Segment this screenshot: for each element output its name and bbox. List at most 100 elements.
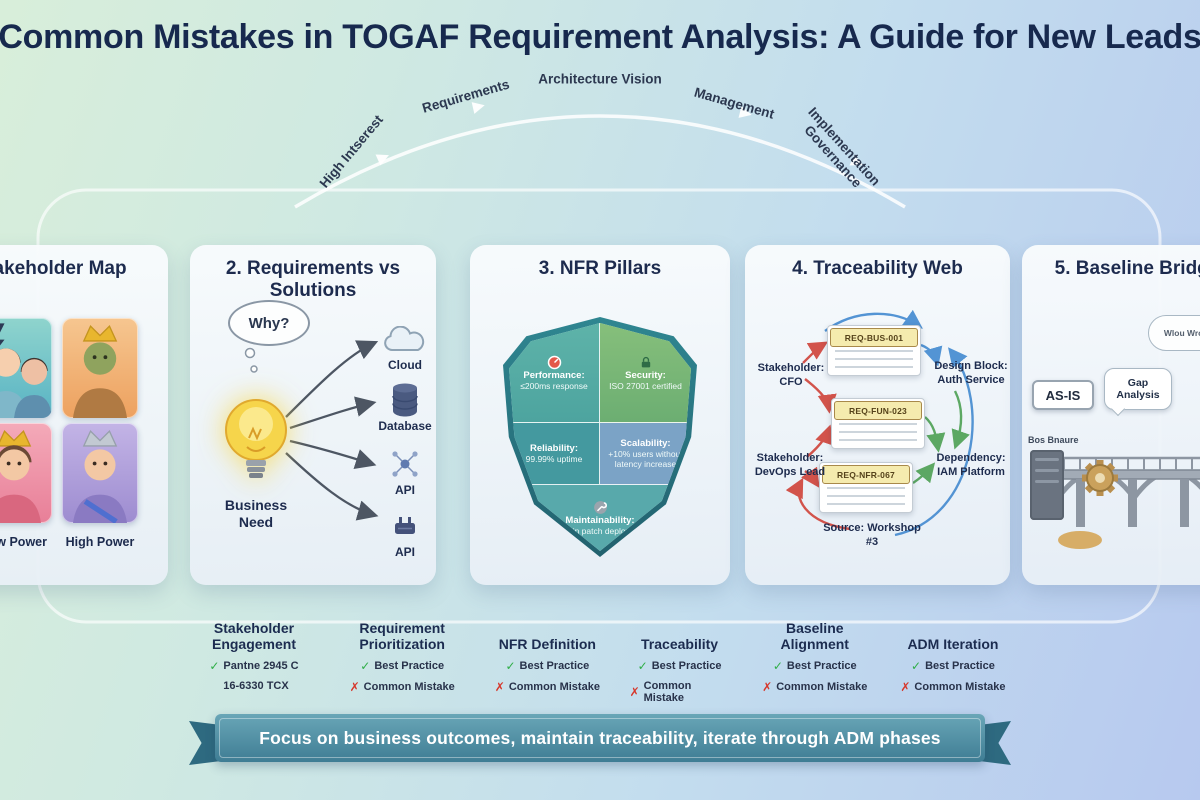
legend-item: ✗ Common Mistake <box>495 680 600 694</box>
check-icon: ✓ <box>637 659 648 673</box>
req-box-bus: REQ-BUS-001 <box>827 325 921 376</box>
ribbon-text: Focus on business outcomes, maintain tra… <box>215 714 985 762</box>
card-title: 1. Stakeholder Map <box>0 258 127 279</box>
legend-baseline-alignment: Baseline Alignment ✓ Best Practice ✗ Com… <box>759 606 871 704</box>
wrench-icon <box>593 500 607 514</box>
nfr-name: Maintainability: <box>565 514 635 526</box>
cross-icon: ✗ <box>900 680 911 694</box>
nfr-name: Performance: <box>523 369 585 381</box>
card-requirements-vs-solutions: 2. Requirements vs Solutions Why? <box>190 245 436 585</box>
nfr-shield: Performance: ≤200ms response Security: I… <box>503 317 697 557</box>
legend-item: ✓ Pantne 2945 C <box>209 659 298 673</box>
persona-icon <box>72 324 128 418</box>
legend-item-text: Best Practice <box>374 660 445 672</box>
nfr-name: Security: <box>625 369 666 381</box>
nfr-security: Security: ISO 27001 certified <box>600 323 691 424</box>
nfr-name: Reliability: <box>529 442 579 454</box>
lock-icon <box>641 356 650 367</box>
check-icon: ✓ <box>911 659 922 673</box>
persona-tile-influencers <box>0 318 52 418</box>
legend-item: ✗ Common Mistake <box>762 680 867 694</box>
high-power-label: High Power <box>65 535 135 549</box>
page-title: Common Mistakes in TOGAF Requirement Ana… <box>0 18 1200 56</box>
legend-title: Stakeholder Engagement <box>211 619 296 652</box>
nfr-value: 99.99% uptime <box>525 453 583 464</box>
req-box-nfr: REQ-NFR-067 <box>819 462 913 513</box>
plug-icon <box>370 508 440 544</box>
solution-database: Database <box>370 382 440 433</box>
design-block-label: Design Block: Auth Service <box>934 360 1008 386</box>
req-text-lines <box>835 350 913 370</box>
database-icon <box>370 382 440 418</box>
legend-item: ✓ Best Practice <box>505 659 589 673</box>
nfr-value: ≤200ms response <box>520 380 588 391</box>
legend-nfr-definition: NFR Definition ✓ Best Practice ✗ Common … <box>494 606 600 704</box>
legend-item-text: Common Mistake <box>776 681 868 693</box>
legend-item-text: Common Mistake <box>363 681 455 693</box>
legend-stakeholder-engagement: Stakeholder Engagement ✓ Pantne 2945 C 1… <box>198 606 310 704</box>
legend-item-text: 16-6330 TCX <box>223 680 289 692</box>
card-title: 5. Baseline Bridge <box>1054 258 1200 279</box>
legend-item-text: Best Practice <box>651 660 722 672</box>
card-traceability-web: 4. Traceability Web <box>745 245 1010 585</box>
card-stakeholder-map: 1. Stakeholder Map <box>0 245 168 585</box>
req-id: REQ-FUN-023 <box>834 401 922 420</box>
legend-title: Traceability <box>641 635 719 652</box>
legend-title: NFR Definition <box>498 635 596 652</box>
req-text-lines <box>839 423 917 443</box>
nfr-reliability: Reliability: 99.99% uptime <box>509 423 600 485</box>
req-id: REQ-BUS-001 <box>830 328 918 347</box>
lightbulb-icon <box>218 394 294 495</box>
stakeholder-devops-label: Stakeholder: DevOps Lead <box>754 452 826 478</box>
legend-item: ✓ Best Practice <box>911 659 995 673</box>
cross-icon: ✗ <box>629 685 640 699</box>
solution-label: Database <box>378 419 432 433</box>
arc-label-architecture-vision: Architecture Vision <box>538 71 662 87</box>
dependency-label: Dependency: IAM Platform <box>936 452 1006 478</box>
legend-item-text: Common Mistake <box>914 681 1006 693</box>
business-need-label: Business Need <box>224 497 288 530</box>
nfr-performance: Performance: ≤200ms response <box>509 323 600 424</box>
card-baseline-bridge: 5. Baseline Bridge Wlou Wroa AS-IS Gap A… <box>1022 245 1200 585</box>
solution-label: Cloud <box>388 358 422 372</box>
check-icon: ✓ <box>360 659 371 673</box>
legend-item: ✓ Best Practice <box>638 659 722 673</box>
cloud-icon <box>370 321 440 357</box>
card-title: 3. NFR Pillars <box>538 258 662 279</box>
solution-label: API <box>394 483 415 497</box>
card-nfr-pillars: 3. NFR Pillars Performance: ≤200ms respo… <box>470 245 730 585</box>
card-title: 4. Traceability Web <box>792 258 963 279</box>
cross-icon: ✗ <box>494 680 505 694</box>
legend-row: Stakeholder Engagement ✓ Pantne 2945 C 1… <box>198 606 1006 704</box>
legend-item: 16-6330 TCX <box>219 680 288 692</box>
check-icon: ✓ <box>505 659 516 673</box>
legend-title: ADM Iteration <box>907 635 999 652</box>
low-power-label: Low Power <box>0 535 47 549</box>
cloud-bubble-text: Wlou Wroa <box>1163 328 1200 338</box>
req-id: REQ-NFR-067 <box>822 465 910 484</box>
legend-item-text: Common Mistake <box>508 681 600 693</box>
nfr-maintainability: Maintainability: <15min patch deployment <box>509 484 691 551</box>
legend-item: ✓ Best Practice <box>773 659 857 673</box>
stakeholder-cfo-label: Stakeholder: CFO <box>757 362 825 388</box>
gauge-icon <box>547 355 561 369</box>
card-title: 2. Requirements vs Solutions <box>225 258 401 301</box>
legend-adm-iteration: ADM Iteration ✓ Best Practice ✗ Common M… <box>900 606 1006 704</box>
legend-title: Requirement Prioritization <box>359 619 445 652</box>
persona-tile-king-purple <box>62 423 138 523</box>
legend-item: ✗ Common Mistake <box>900 680 1005 694</box>
nfr-value: +10% users without latency increase <box>608 448 683 470</box>
nfr-name: Scalability: <box>620 437 671 449</box>
as-is-label: AS-IS <box>1032 380 1094 410</box>
summary-ribbon: Focus on business outcomes, maintain tra… <box>189 714 1011 765</box>
legend-item: ✗ Common Mistake <box>630 680 730 704</box>
req-box-fun: REQ-FUN-023 <box>831 398 925 449</box>
api-network-icon <box>370 446 440 482</box>
req-text-lines <box>827 487 905 507</box>
why-thought-bubble: Why? <box>228 300 310 346</box>
gap-analysis-bubble: Gap Analysis <box>1104 368 1172 410</box>
legend-requirement-prioritization: Requirement Prioritization ✓ Best Practi… <box>339 606 465 704</box>
legend-item-text: Common Mistake <box>643 680 692 704</box>
persona-tile-king-green <box>62 318 138 418</box>
